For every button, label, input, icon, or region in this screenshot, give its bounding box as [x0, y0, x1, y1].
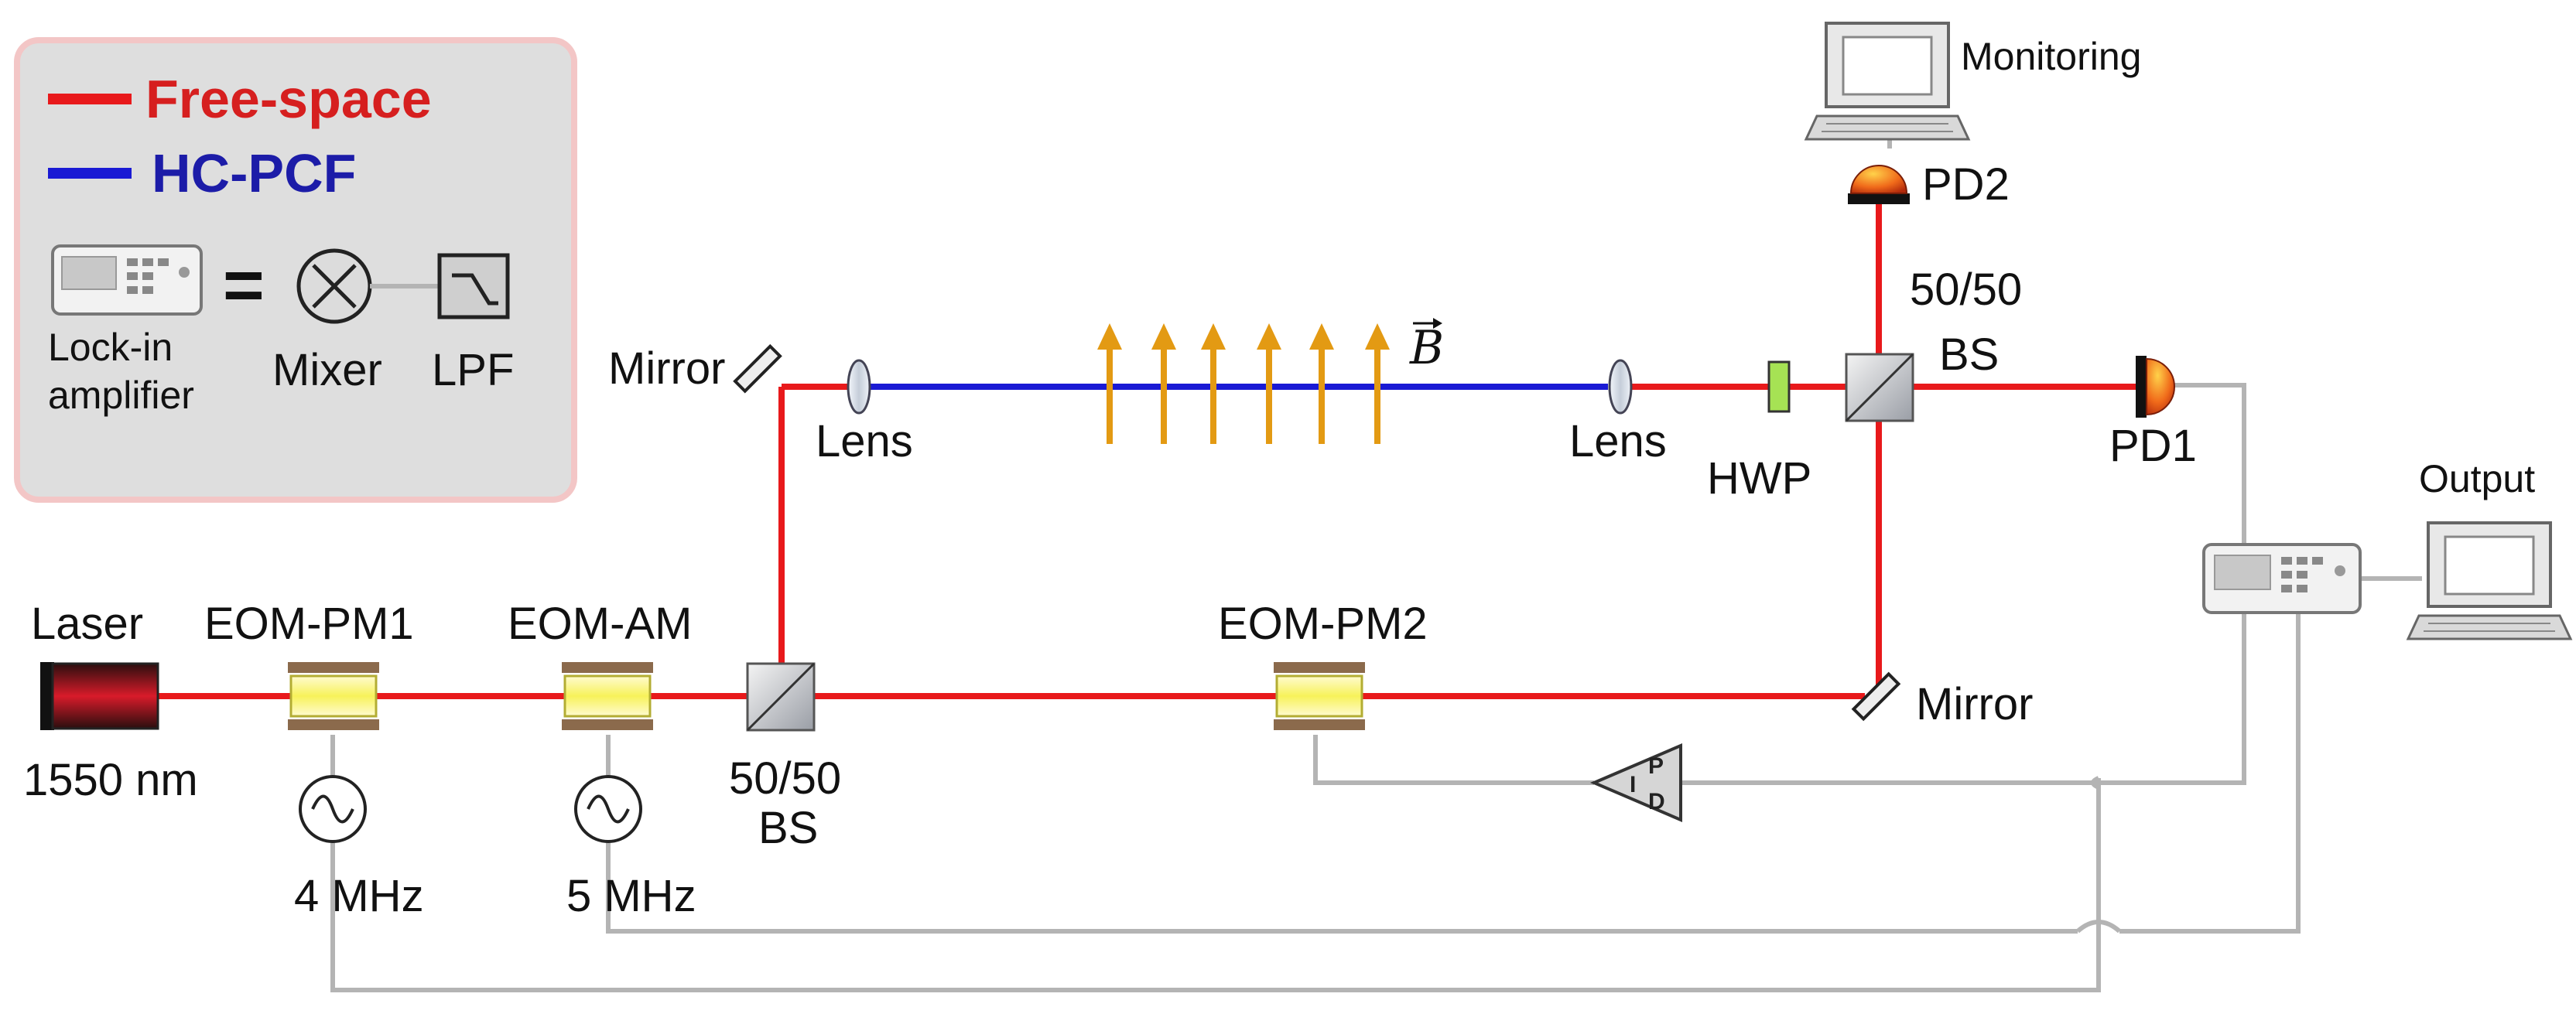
hwp-label: HWP: [1707, 453, 1811, 504]
lens-left: [847, 359, 871, 415]
signal-cables: [330, 127, 2422, 992]
monitoring-computer-icon: [1804, 22, 1971, 141]
output-label: Output: [2419, 457, 2535, 500]
legend-free-space: Free-space: [145, 69, 432, 129]
rf-source-5mhz-icon: [574, 775, 642, 843]
lpf-icon: [437, 253, 510, 319]
lens-right-label: Lens: [1569, 416, 1667, 466]
pid-i-label: I: [1630, 772, 1636, 797]
mixer-label: Mixer: [272, 345, 382, 395]
pd2-label: PD2: [1922, 159, 2010, 210]
lens-right: [1608, 359, 1633, 415]
bs-right-label-line2: BS: [1939, 329, 1999, 380]
pid-p-label: P: [1648, 753, 1664, 779]
eom-pm1-label: EOM-PM1: [204, 599, 414, 649]
mirror-bottom-label: Mirror: [1916, 679, 2033, 729]
mixer-icon: [296, 248, 372, 324]
lockin-amplifier-icon: [51, 244, 203, 316]
pid-controller-icon: [1589, 743, 1682, 823]
rf-source-4mhz-icon: [299, 775, 367, 843]
legend-hc-pcf: HC-PCF: [152, 143, 356, 203]
laser-source: [40, 662, 159, 730]
lpf-label: LPF: [432, 345, 514, 395]
pd1-label: PD1: [2109, 421, 2197, 471]
magnetic-field-arrows: [1097, 323, 1390, 444]
pid-d-label: D: [1648, 789, 1665, 814]
eom-am: [562, 662, 653, 730]
freq-4mhz-label: 4 MHz: [294, 871, 424, 921]
bs-left-label-line1: 50/50: [729, 753, 841, 804]
beam-splitter-right: [1845, 353, 1914, 422]
eom-pm2-label: EOM-PM2: [1218, 599, 1428, 649]
laser-label: Laser: [31, 599, 143, 649]
beam-splitter-left: [746, 662, 816, 732]
mirror-top: [733, 343, 782, 394]
bs-left-label-line2: BS: [758, 803, 818, 853]
magnetic-field-label: B: [1409, 321, 1444, 375]
eom-pm2: [1274, 662, 1365, 730]
equals-sign: =: [223, 246, 265, 325]
bs-right-label-line1: 50/50: [1910, 265, 2022, 315]
lockin-amplifier-device-icon: [2202, 543, 2362, 614]
vector-arrow-icon: [1413, 318, 1442, 329]
legend-panel: Free-space HC-PCF Lock-in amplifier = Mi…: [14, 37, 577, 503]
eom-pm1: [288, 662, 379, 730]
photodetector-pd2: [1848, 165, 1910, 204]
mirror-bottom: [1851, 671, 1901, 722]
lockin-label-line1: Lock-in: [48, 326, 173, 369]
mirror-top-label: Mirror: [608, 343, 725, 394]
photodetector-pd1: [2136, 356, 2175, 418]
monitoring-label: Monitoring: [1961, 35, 2141, 78]
laser-wavelength-label: 1550 nm: [23, 755, 198, 805]
half-wave-plate: [1767, 360, 1791, 413]
lockin-label-line2: amplifier: [48, 374, 194, 417]
output-computer-icon: [2406, 521, 2573, 640]
legend-background: [14, 37, 577, 503]
eom-am-label: EOM-AM: [508, 599, 692, 649]
freq-5mhz-label: 5 MHz: [566, 871, 696, 921]
lens-left-label: Lens: [816, 416, 913, 466]
